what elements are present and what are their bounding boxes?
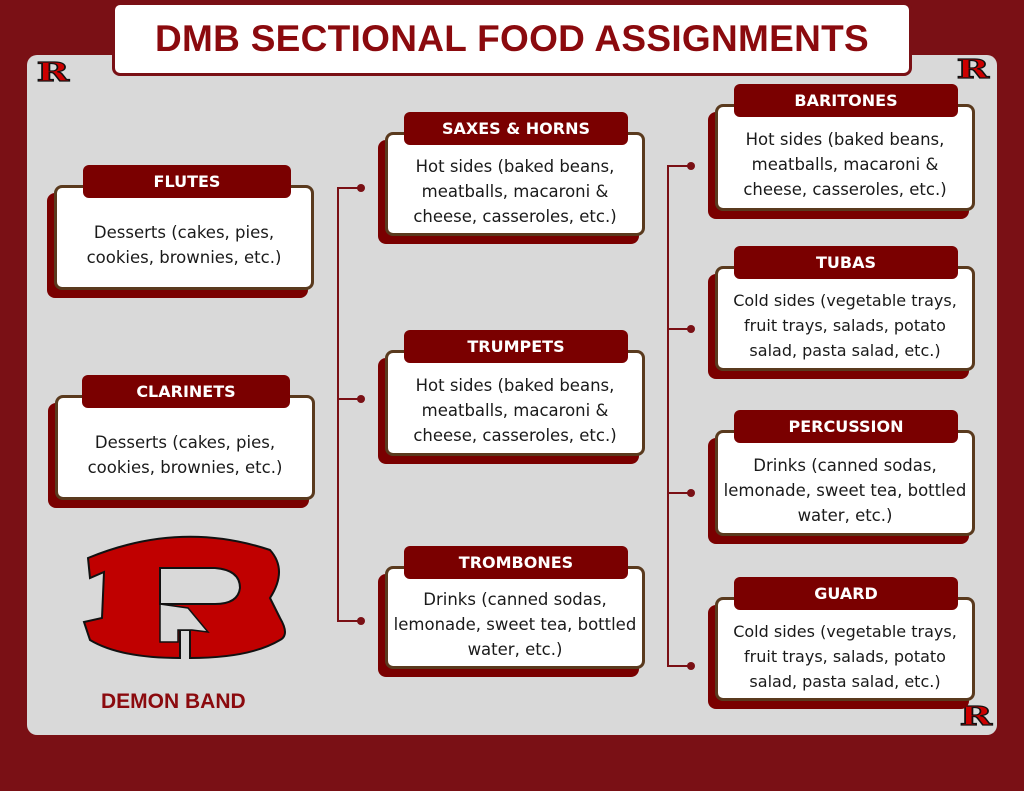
food-assignment: Drinks (canned sodas, lemonade, sweet te…	[385, 566, 645, 669]
section-card-tubas: Cold sides (vegetable trays, fruit trays…	[708, 246, 975, 379]
food-assignment: Drinks (canned sodas, lemonade, sweet te…	[715, 430, 975, 536]
section-label: FLUTES	[83, 165, 291, 198]
section-label: CLARINETS	[82, 375, 290, 408]
connector-line	[667, 492, 691, 494]
connector-dot	[687, 162, 695, 170]
section-card-saxes-horns: Hot sides (baked beans, meatballs, macar…	[378, 112, 645, 244]
section-card-trombones: Drinks (canned sodas, lemonade, sweet te…	[378, 546, 645, 677]
section-card-guard: Cold sides (vegetable trays, fruit trays…	[708, 577, 975, 709]
section-label: BARITONES	[734, 84, 958, 117]
food-assignment: Hot sides (baked beans, meatballs, macar…	[385, 350, 645, 456]
section-label: TRUMPETS	[404, 330, 628, 363]
connector-line	[667, 165, 669, 666]
page-title: DMB SECTIONAL FOOD ASSIGNMENTS	[112, 2, 912, 76]
section-label: GUARD	[734, 577, 958, 610]
demon-band-logo-icon	[82, 535, 286, 660]
food-assignment: Hot sides (baked beans, meatballs, macar…	[385, 132, 645, 236]
connector-dot	[687, 662, 695, 670]
section-label: SAXES & HORNS	[404, 112, 628, 145]
connector-dot	[357, 184, 365, 192]
connector-dot	[687, 325, 695, 333]
section-card-clarinets: Desserts (cakes, pies, cookies, brownies…	[48, 375, 315, 508]
connector-line	[337, 620, 361, 622]
connector-dot	[357, 395, 365, 403]
food-assignment: Desserts (cakes, pies, cookies, brownies…	[54, 185, 314, 290]
corner-logo-icon: R	[36, 57, 70, 88]
connector-line	[337, 187, 361, 189]
section-card-baritones: Hot sides (baked beans, meatballs, macar…	[708, 84, 975, 219]
connector-line	[667, 665, 691, 667]
connector-line	[337, 398, 361, 400]
section-label: PERCUSSION	[734, 410, 958, 443]
food-assignment: Hot sides (baked beans, meatballs, macar…	[715, 104, 975, 211]
connector-dot	[357, 617, 365, 625]
food-assignment: Cold sides (vegetable trays, fruit trays…	[715, 266, 975, 371]
logo-caption: DEMON BAND	[101, 690, 246, 713]
section-card-percussion: Drinks (canned sodas, lemonade, sweet te…	[708, 410, 975, 544]
connector-line	[667, 165, 691, 167]
section-label: TROMBONES	[404, 546, 628, 579]
connector-line	[667, 328, 691, 330]
section-label: TUBAS	[734, 246, 958, 279]
section-card-flutes: Desserts (cakes, pies, cookies, brownies…	[47, 165, 314, 298]
section-card-trumpets: Hot sides (baked beans, meatballs, macar…	[378, 330, 645, 464]
corner-logo-icon: R	[956, 54, 990, 85]
connector-line	[337, 187, 339, 621]
food-assignment: Desserts (cakes, pies, cookies, brownies…	[55, 395, 315, 500]
connector-dot	[687, 489, 695, 497]
food-assignment: Cold sides (vegetable trays, fruit trays…	[715, 597, 975, 701]
